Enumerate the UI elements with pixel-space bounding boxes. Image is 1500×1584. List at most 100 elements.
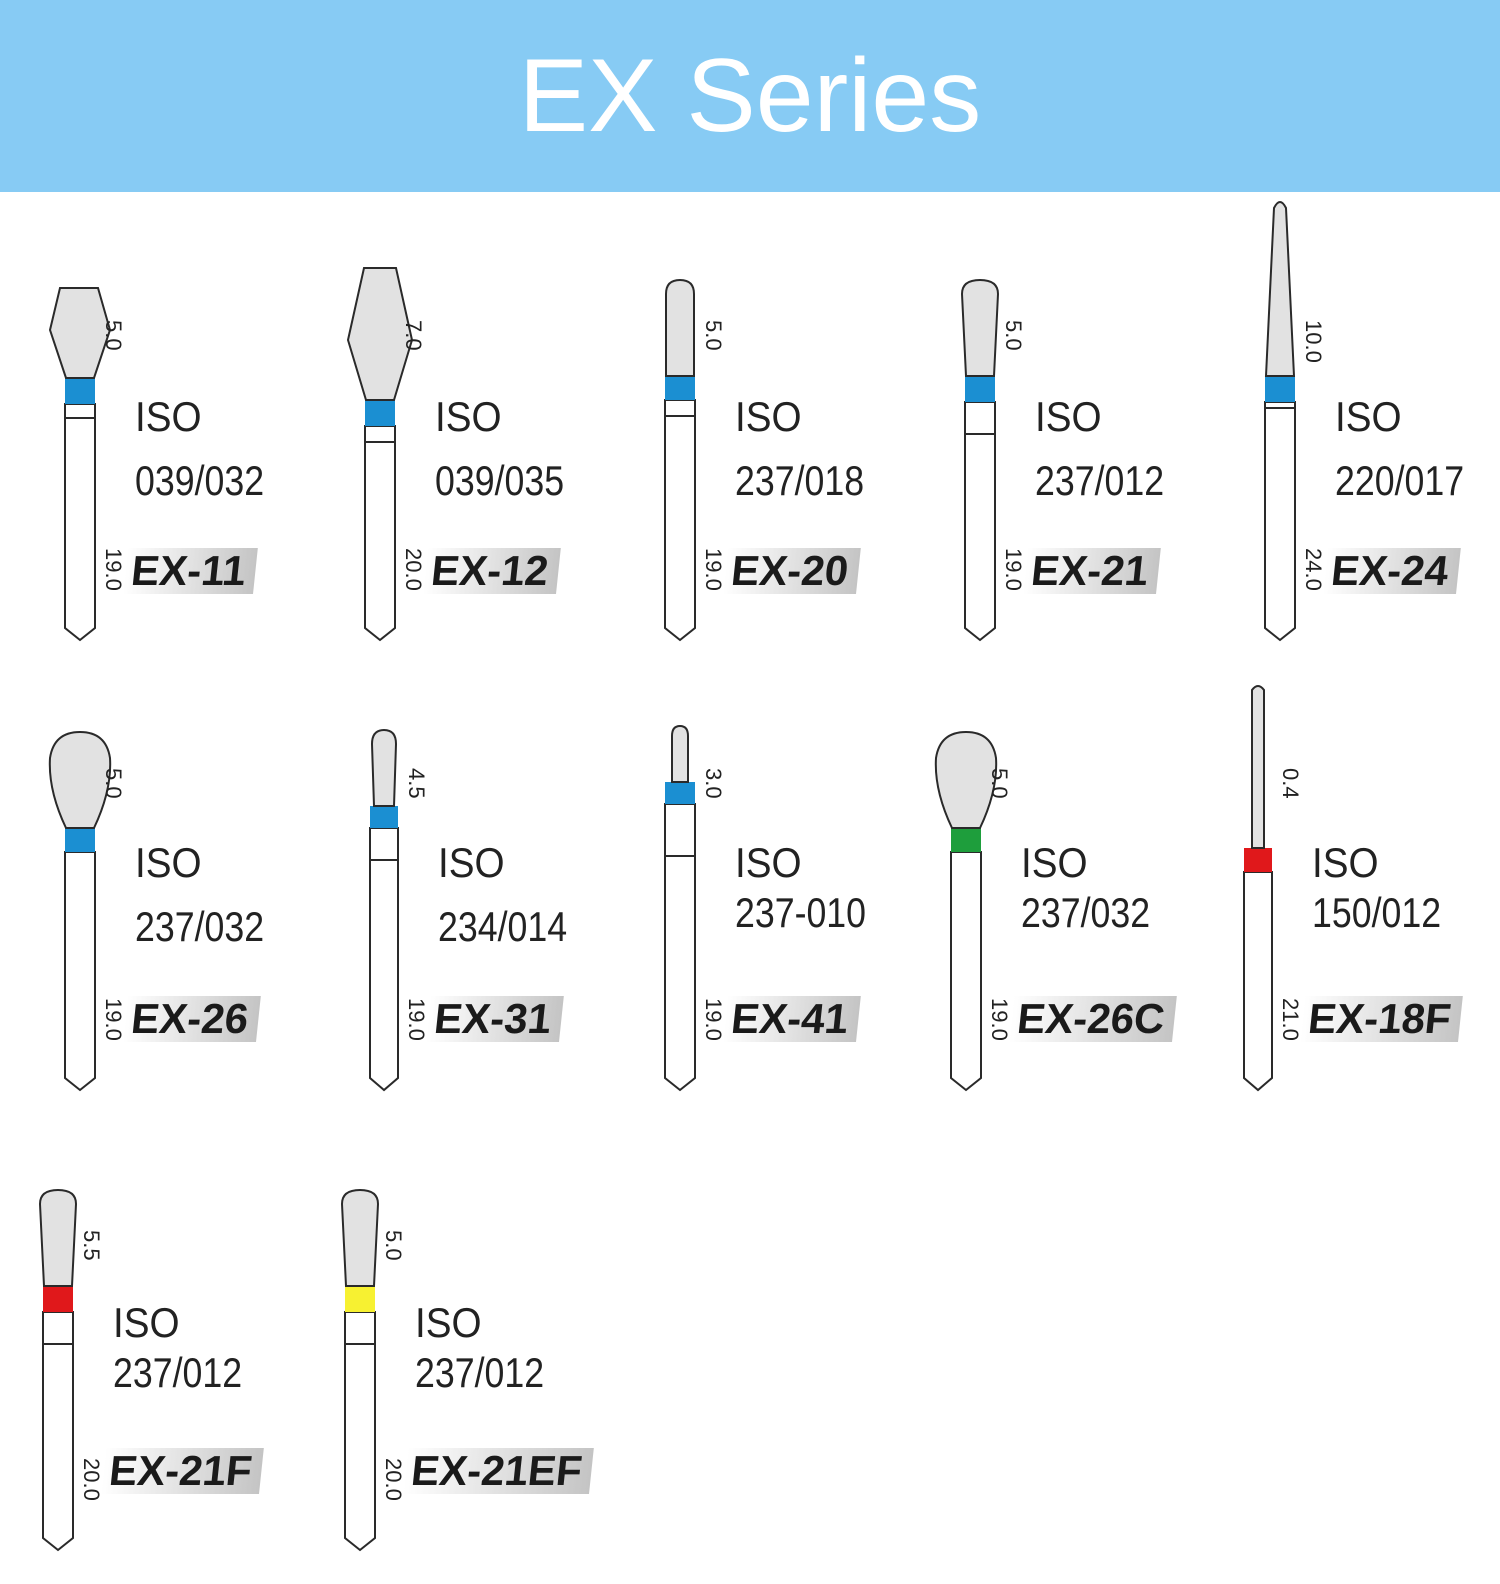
bur-illustration xyxy=(960,278,1000,642)
iso-label: ISO xyxy=(735,839,802,886)
product-code: EX-26C xyxy=(1009,995,1177,1042)
total-length-label: 19.0 xyxy=(701,998,726,1041)
bur-shank xyxy=(64,403,96,642)
iso-code: 234/014 xyxy=(438,903,568,950)
bur-shank xyxy=(369,827,399,1092)
product-code: EX-18F xyxy=(1300,995,1464,1042)
bur-head xyxy=(370,728,398,807)
total-length-label: 20.0 xyxy=(401,548,426,591)
bur-illustration xyxy=(1264,201,1296,642)
iso-label: ISO xyxy=(1335,393,1402,440)
product-code: EX-26 xyxy=(123,995,261,1042)
head-length-label: 5.0 xyxy=(101,768,126,799)
head-length-label: 3.0 xyxy=(701,768,726,799)
bur-head xyxy=(1264,201,1296,377)
head-length-label: 5.0 xyxy=(381,1230,406,1261)
bur-color-band xyxy=(370,806,398,828)
bur-illustration xyxy=(48,287,112,642)
iso-code: 039/032 xyxy=(135,457,265,504)
bur-shank xyxy=(1264,401,1296,642)
product-code: EX-21EF xyxy=(403,1447,595,1494)
head-length-label: 5.0 xyxy=(701,320,726,351)
bur-color-band xyxy=(65,378,95,404)
head-length-label: 5.0 xyxy=(1001,320,1026,351)
bur-shank xyxy=(664,399,696,642)
iso-code: 237/012 xyxy=(1035,457,1165,504)
total-length-label: 19.0 xyxy=(987,998,1012,1041)
bur-color-band xyxy=(1265,376,1295,402)
bur-shank xyxy=(664,803,696,1092)
iso-label: ISO xyxy=(113,1299,180,1346)
page-title: EX Series xyxy=(518,38,982,154)
product-code: EX-20 xyxy=(723,547,861,594)
bur-shank xyxy=(1243,871,1273,1092)
head-length-label: 5.5 xyxy=(79,1230,104,1261)
bur-illustration xyxy=(38,1188,78,1552)
iso-label: ISO xyxy=(1021,839,1088,886)
bur-head xyxy=(48,287,112,379)
total-length-label: 19.0 xyxy=(1001,548,1026,591)
iso-label: ISO xyxy=(735,393,802,440)
iso-label: ISO xyxy=(438,839,505,886)
bur-color-band xyxy=(665,782,695,804)
product-code: EX-41 xyxy=(723,995,861,1042)
total-length-label: 19.0 xyxy=(101,548,126,591)
iso-label: ISO xyxy=(435,393,502,440)
bur-shank xyxy=(344,1311,376,1552)
iso-code: 237/032 xyxy=(1021,889,1151,936)
bur-color-band xyxy=(43,1286,73,1312)
iso-label: ISO xyxy=(135,839,202,886)
bur-color-band xyxy=(965,376,995,402)
iso-label: ISO xyxy=(1312,839,1379,886)
bur-illustration xyxy=(346,267,414,642)
total-length-label: 19.0 xyxy=(701,548,726,591)
iso-code: 237/012 xyxy=(113,1349,243,1396)
iso-code: 150/012 xyxy=(1312,889,1442,936)
bur-shank xyxy=(950,851,982,1092)
total-length-label: 21.0 xyxy=(1278,998,1303,1041)
head-length-label: 7.0 xyxy=(401,320,426,351)
iso-label: ISO xyxy=(415,1299,482,1346)
bur-color-band xyxy=(365,400,395,426)
product-code: EX-31 xyxy=(426,995,564,1042)
bur-head xyxy=(960,278,1000,377)
total-length-label: 20.0 xyxy=(381,1458,406,1501)
bur-illustration xyxy=(664,724,696,1092)
total-length-label: 19.0 xyxy=(404,998,429,1041)
total-length-label: 20.0 xyxy=(79,1458,104,1501)
bur-head xyxy=(340,1188,380,1287)
total-length-label: 24.0 xyxy=(1301,548,1326,591)
product-code: EX-21 xyxy=(1023,547,1161,594)
bur-illustration xyxy=(1243,685,1273,1092)
header-banner: EX Series xyxy=(0,0,1500,192)
bur-illustration xyxy=(369,728,399,1092)
bur-head xyxy=(38,1188,78,1287)
bur-illustration xyxy=(934,730,998,1092)
product-code: EX-11 xyxy=(123,547,259,594)
head-length-label: 5.0 xyxy=(987,768,1012,799)
product-code: EX-21F xyxy=(101,1447,265,1494)
iso-code: 237/032 xyxy=(135,903,265,950)
iso-code: 237/018 xyxy=(735,457,865,504)
head-length-label: 4.5 xyxy=(404,768,429,799)
head-length-label: 5.0 xyxy=(101,320,126,351)
bur-illustration xyxy=(664,278,696,642)
bur-shank xyxy=(64,851,96,1092)
bur-illustration xyxy=(48,730,112,1092)
bur-color-band xyxy=(665,376,695,400)
product-code: EX-24 xyxy=(1323,547,1461,594)
bur-illustration xyxy=(340,1188,380,1552)
iso-code: 237-010 xyxy=(735,889,867,936)
